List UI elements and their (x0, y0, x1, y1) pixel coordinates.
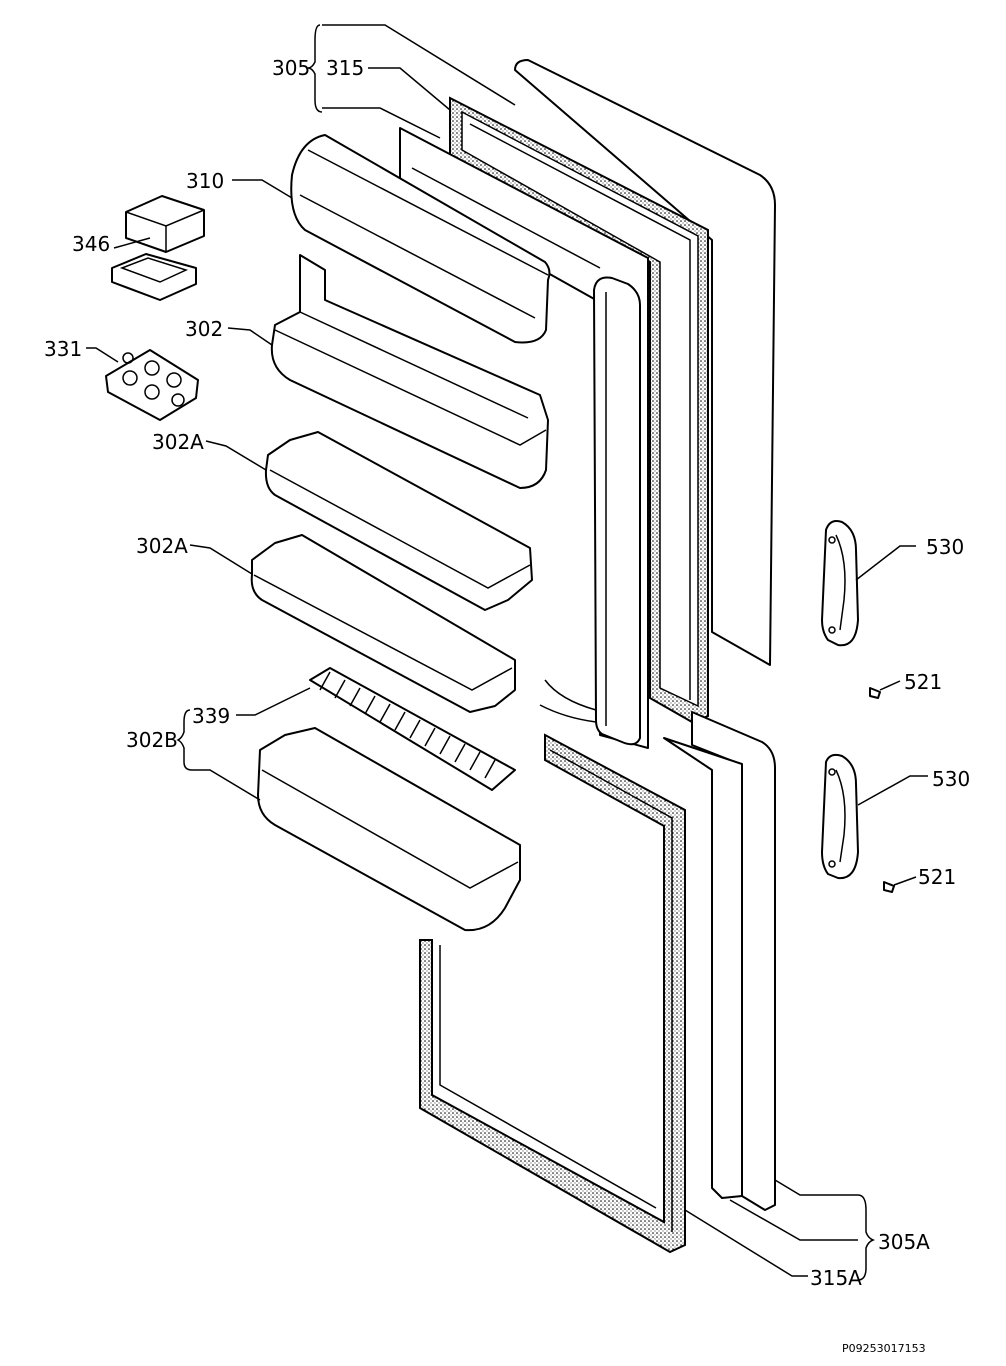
label-315a: 315A (810, 1266, 862, 1290)
label-530-upper: 530 (926, 535, 964, 559)
dairy-compartment-lid-310 (290, 134, 551, 344)
reference-code: P09253017153 (842, 1342, 926, 1355)
label-331: 331 (44, 337, 82, 361)
leader-lines (86, 24, 928, 1281)
label-521-upper: 521 (904, 670, 942, 694)
lower-door-outer-panel (663, 711, 776, 1211)
label-315: 315 (326, 56, 364, 80)
screw-521-upper (869, 687, 881, 699)
label-305: 305 (272, 56, 310, 80)
lower-door-gasket (419, 733, 686, 1254)
label-305a: 305A (878, 1230, 930, 1254)
label-302a-upper: 302A (152, 430, 204, 454)
screw-521-lower (883, 881, 895, 893)
door-shelf-302a-upper (264, 431, 533, 611)
door-shelf-302b (257, 727, 521, 932)
door-shelf-302 (270, 254, 549, 489)
label-521-lower: 521 (918, 865, 956, 889)
label-302: 302 (185, 317, 223, 341)
egg-tray-331 (105, 349, 199, 421)
label-310: 310 (186, 169, 224, 193)
door-handle-530-lower (821, 753, 859, 880)
label-346: 346 (72, 232, 110, 256)
label-339: 339 (192, 704, 230, 728)
butter-box-346 (111, 195, 205, 301)
label-302b: 302B (126, 728, 178, 752)
upper-door-inner-liner (399, 127, 649, 749)
door-shelf-302a-lower (250, 534, 516, 713)
upper-door-outer-panel (514, 59, 776, 666)
bottle-retainer-339 (309, 667, 516, 791)
door-handle-530-upper (821, 520, 859, 647)
label-530-lower: 530 (932, 767, 970, 791)
label-302a-lower: 302A (136, 534, 188, 558)
